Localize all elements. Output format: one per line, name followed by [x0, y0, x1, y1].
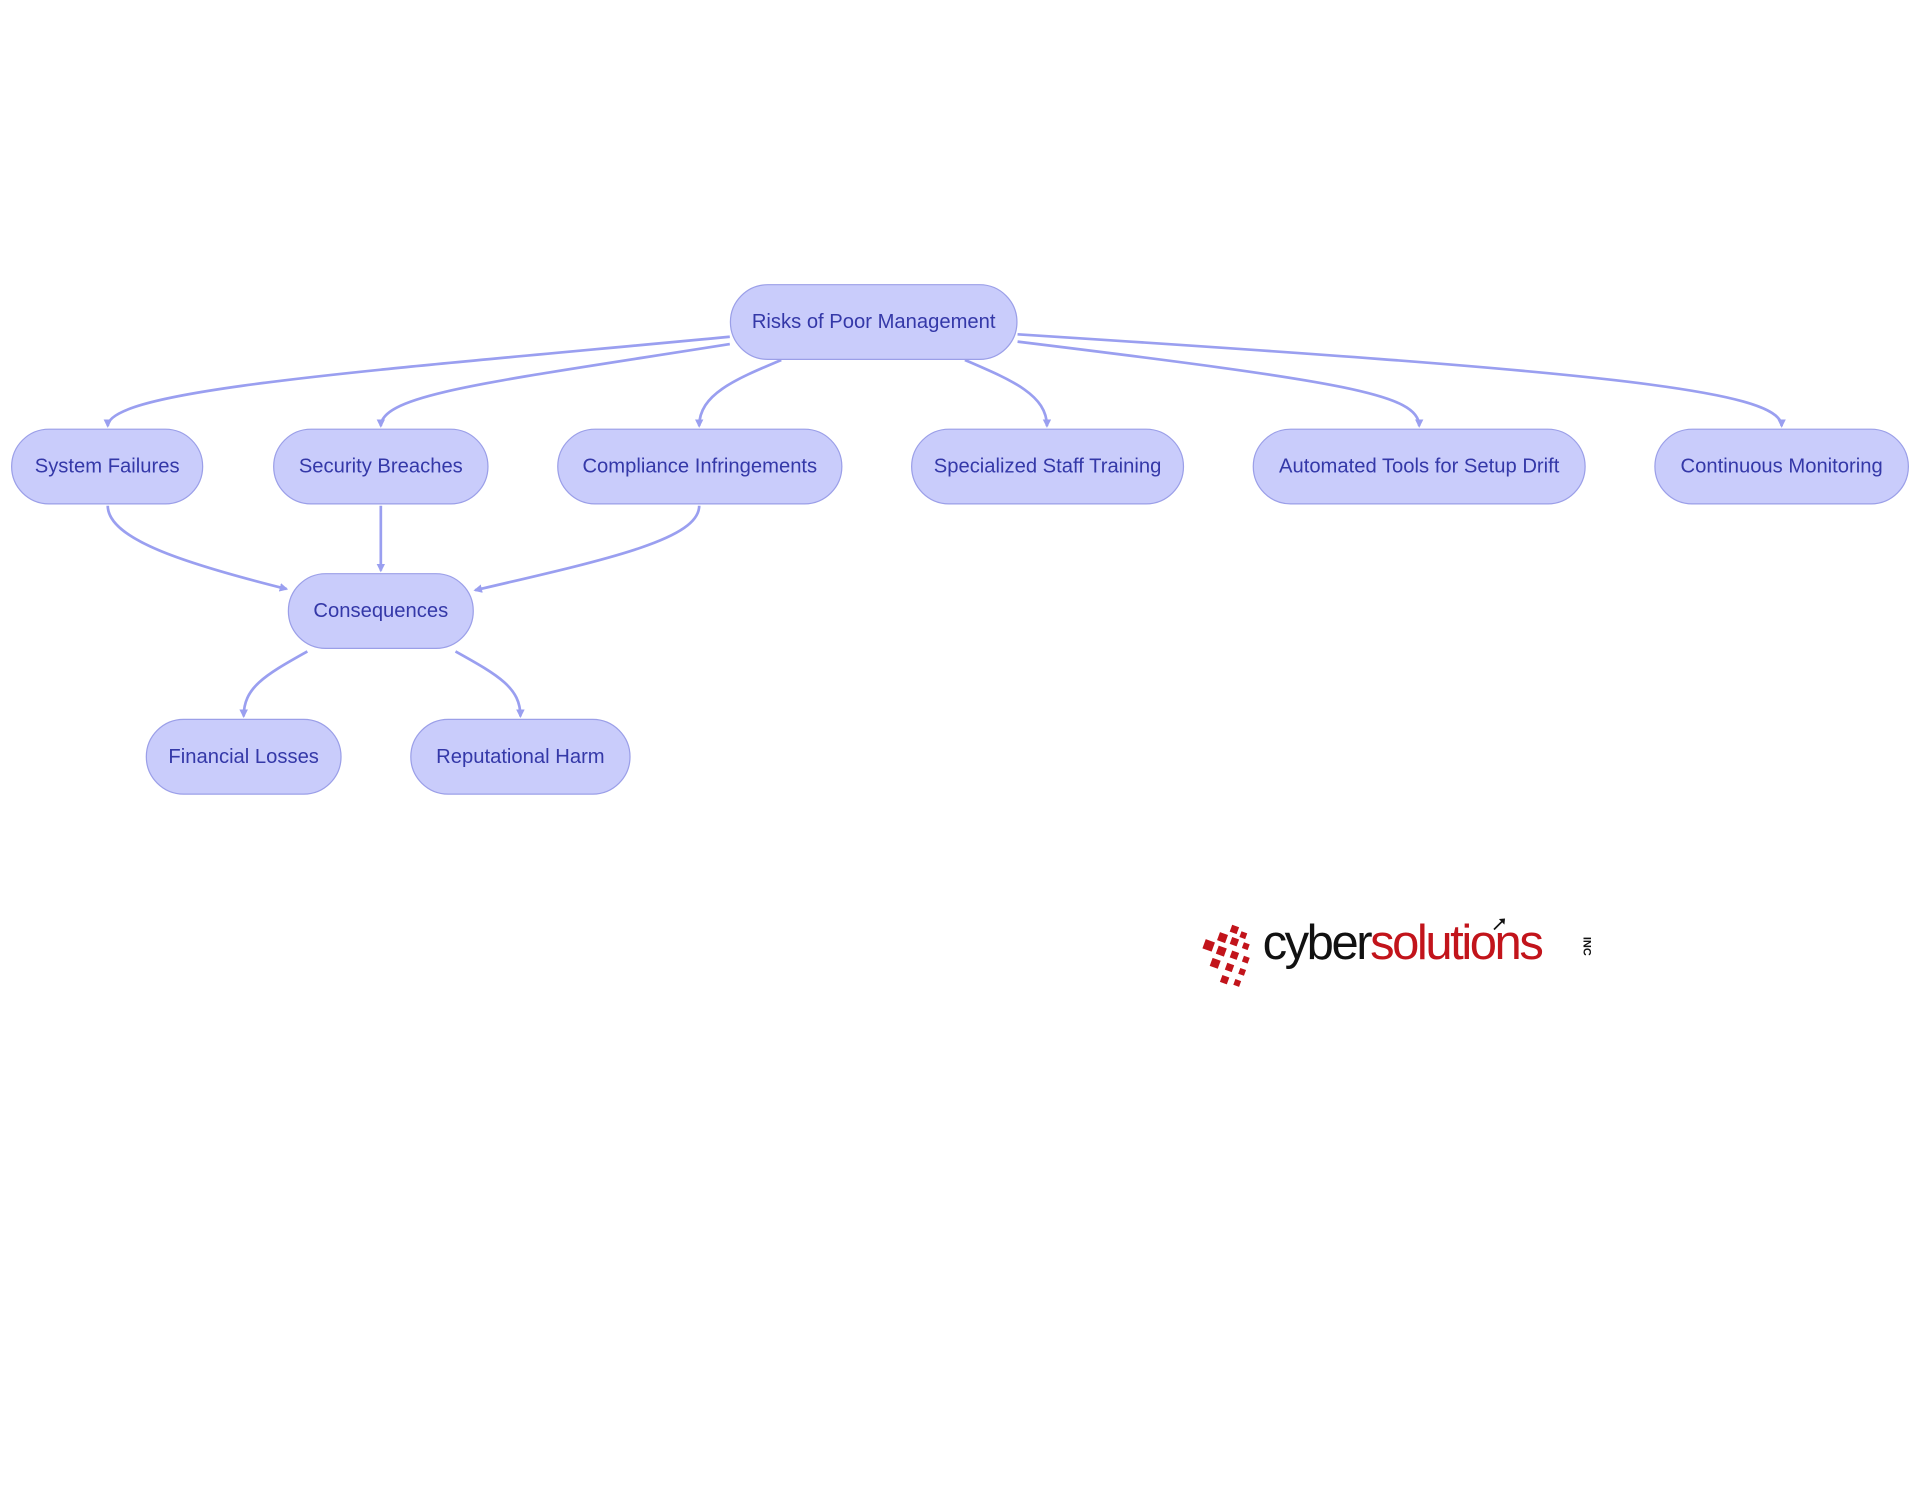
node-compliance-infringements[interactable]: Compliance Infringements: [557, 428, 843, 505]
node-consequences[interactable]: Consequences: [287, 573, 474, 649]
node-financial-losses[interactable]: Financial Losses: [145, 718, 342, 795]
node-reputational-harm[interactable]: Reputational Harm: [410, 718, 631, 795]
logo-arrow-icon: [1493, 918, 1506, 931]
logo-wordmark: cybersolutions: [1262, 916, 1544, 971]
edge-consequences-reputational-harm: [454, 650, 525, 719]
node-risks-of-poor-management[interactable]: Risks of Poor Management: [729, 284, 1018, 361]
edge-consequences-financial-losses: [239, 650, 309, 719]
node-specialized-staff-training[interactable]: Specialized Staff Training: [911, 428, 1185, 505]
edge-system-failures-consequences: [106, 505, 289, 592]
edge-root-compliance: [694, 358, 782, 428]
logo-text-cyber: cyber: [1262, 916, 1373, 970]
edges-layer: [103, 332, 1786, 719]
logo-mark-icon: [1202, 924, 1250, 987]
edge-root-security-breaches: [376, 342, 731, 428]
edge-root-monitoring: [1017, 332, 1786, 428]
node-continuous-monitoring[interactable]: Continuous Monitoring: [1654, 428, 1909, 505]
node-security-breaches[interactable]: Security Breaches: [273, 428, 489, 505]
edge-compliance-consequences: [473, 505, 701, 593]
edge-root-system-failures: [103, 335, 730, 428]
cybersolutions-logo: cybersolutions INC: [1194, 916, 1598, 989]
node-system-failures[interactable]: System Failures: [11, 428, 204, 505]
edge-root-staff-training: [964, 358, 1052, 428]
node-automated-tools-for-setup-drift[interactable]: Automated Tools for Setup Drift: [1252, 428, 1586, 505]
logo-inc-label: INC: [1580, 936, 1594, 956]
edge-root-automated-tools: [1017, 340, 1424, 428]
logo-text-solutions: solutions: [1370, 916, 1544, 970]
